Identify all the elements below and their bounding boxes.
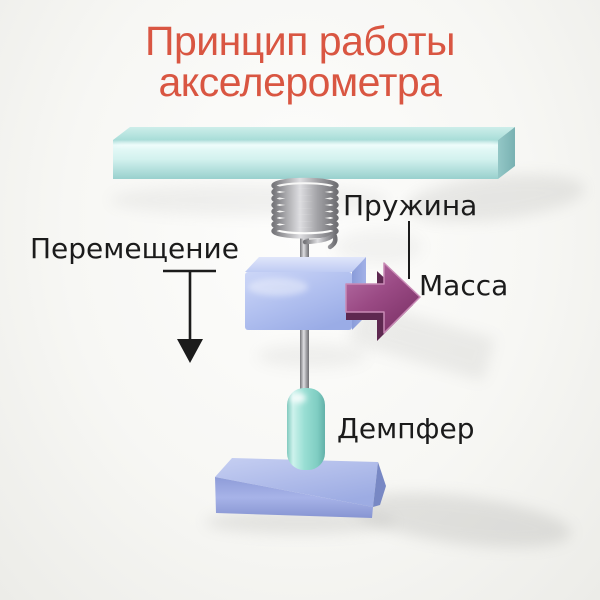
spring-end-hook — [302, 229, 338, 250]
base-shadow-right — [352, 492, 572, 548]
base-right-face — [373, 462, 386, 507]
arrow-front-face — [345, 262, 421, 334]
label-damper: Демпфер — [337, 412, 475, 445]
spring-ghost-shadow — [334, 230, 422, 264]
ceiling-beam — [113, 127, 515, 179]
beam-top-face — [113, 127, 515, 140]
mass-block — [245, 257, 366, 330]
beam-right-face — [498, 127, 515, 179]
displacement-arrow-head — [177, 339, 203, 363]
label-displacement: Перемещение — [30, 232, 239, 265]
damper-cylinder — [287, 388, 325, 470]
piston-rod — [300, 326, 309, 402]
displacement-arrow-icon — [163, 269, 216, 363]
spring-coil — [271, 177, 339, 250]
mass-highlight — [248, 278, 308, 296]
base-block — [215, 458, 386, 518]
mass-top-face — [245, 257, 366, 272]
spring-rod — [300, 236, 309, 270]
beam-shadow-right — [405, 174, 585, 222]
page-title: Принцип работы акселерометра — [0, 21, 600, 103]
beam-front-face — [113, 140, 498, 179]
beam-highlight — [117, 143, 494, 146]
acceleration-arrow-icon — [345, 262, 421, 341]
spring-coil-loop — [271, 223, 339, 239]
title-line-2: акселерометра — [158, 59, 442, 105]
base-front-face — [215, 477, 373, 518]
label-spring: Пружина — [343, 189, 478, 222]
base-top-face — [215, 458, 378, 507]
damper-highlight — [290, 393, 306, 403]
mass-shadow — [257, 344, 367, 368]
spring-coil-loop — [271, 216, 339, 233]
damper-body — [287, 388, 325, 470]
title-line-1: Принцип работы — [144, 18, 456, 64]
label-mass: Масса — [419, 269, 509, 302]
